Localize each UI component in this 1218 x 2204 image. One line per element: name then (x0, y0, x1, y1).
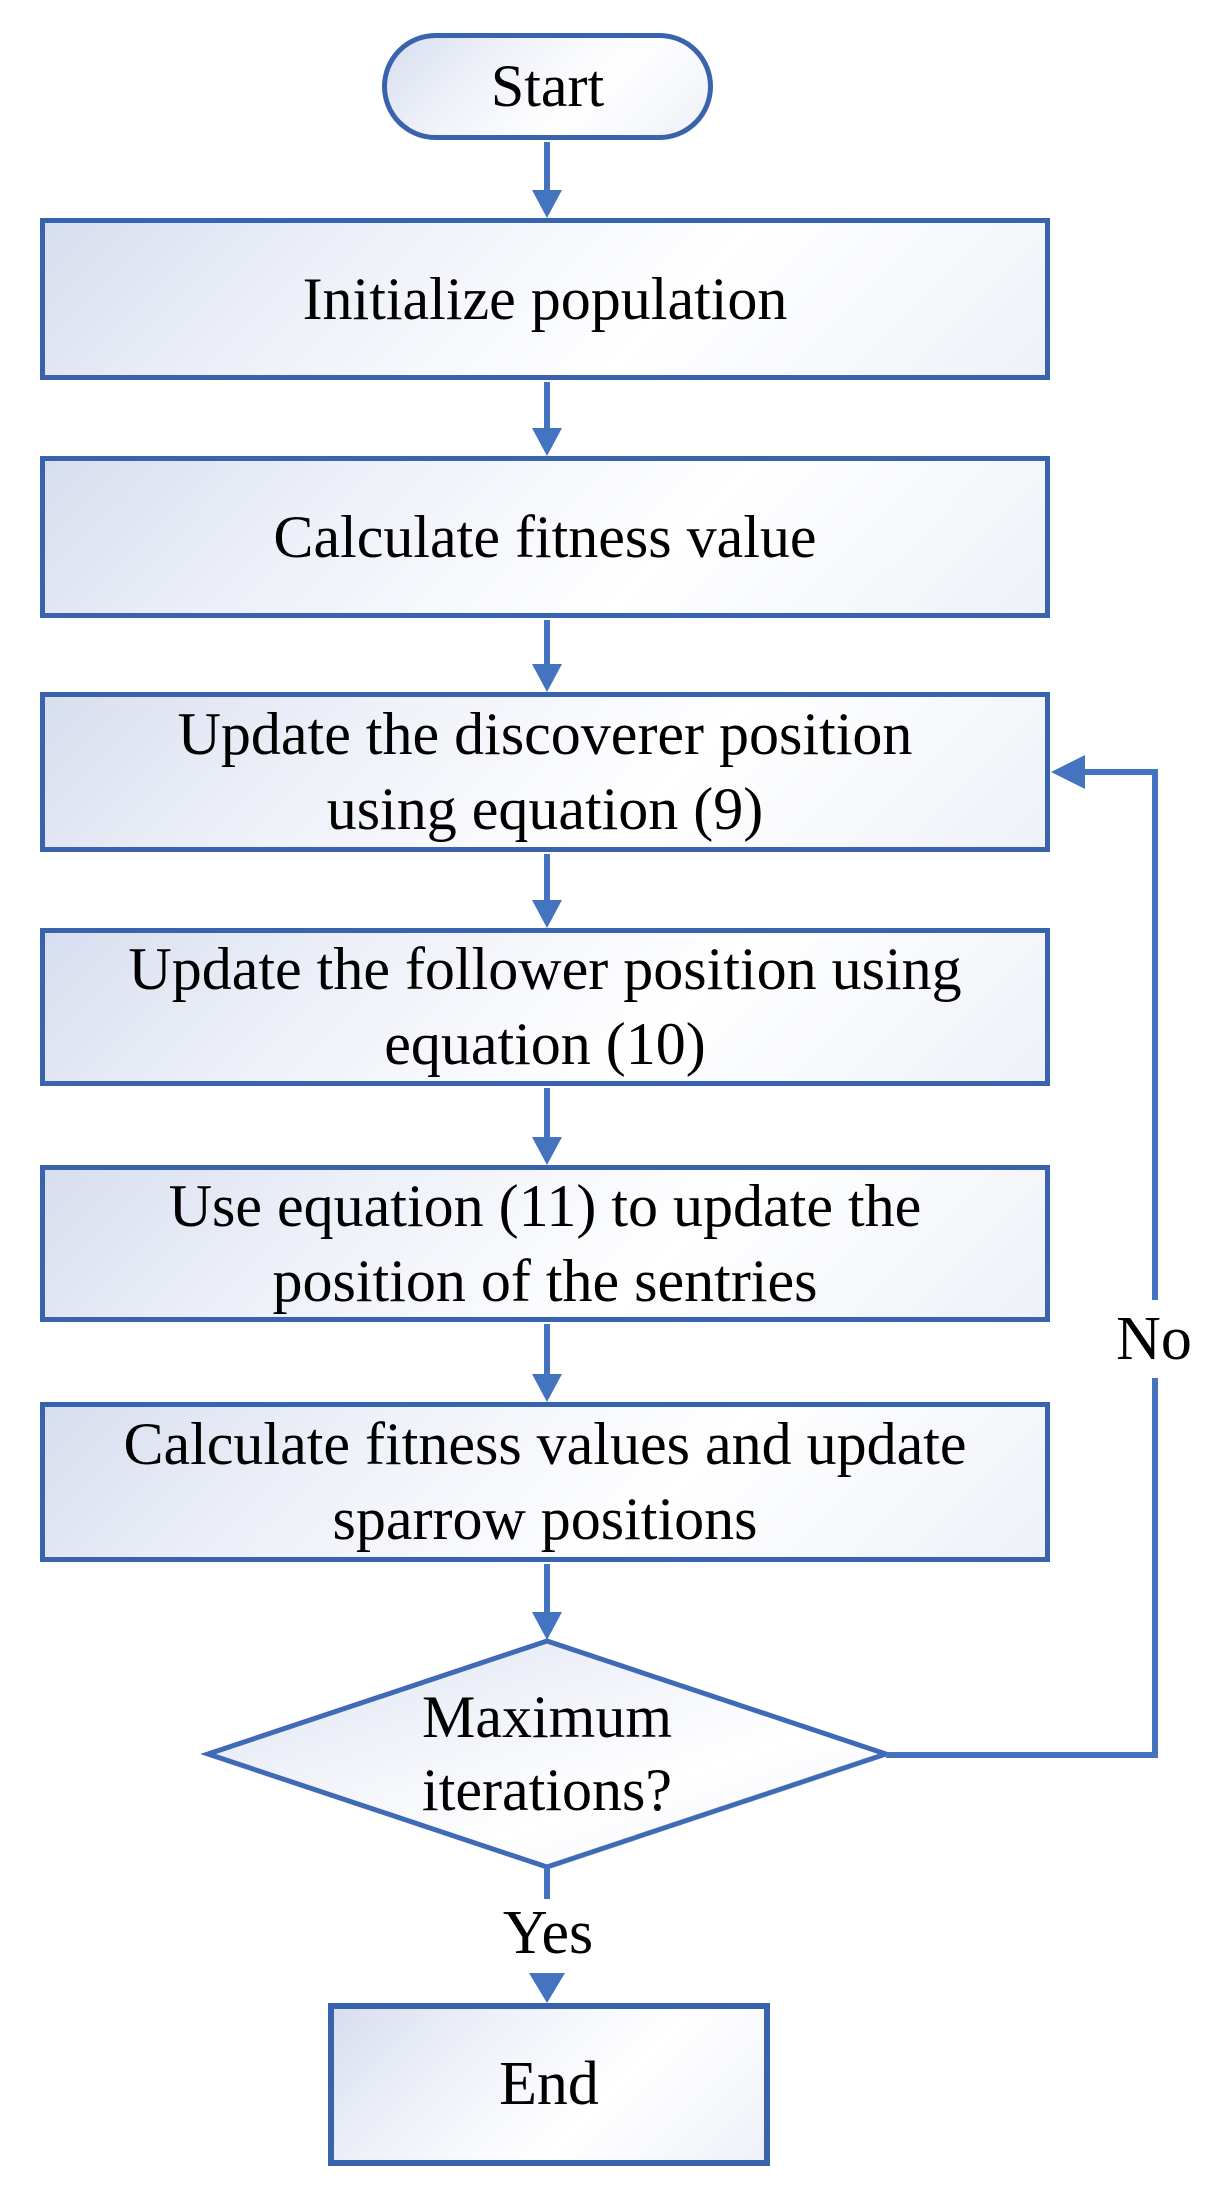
arrow-follower-to-sentries-head (532, 1137, 562, 1165)
node-update-sparrows: Calculate fitness values and update spar… (40, 1402, 1050, 1562)
node-max-iterations-label: Maximum iterations? (422, 1683, 672, 1823)
edge-label-no: No (1116, 1305, 1192, 1373)
node-end: End (328, 2003, 770, 2166)
arrow-initialize-to-fitness-head (532, 428, 562, 456)
node-update-follower: Update the follower position using equat… (40, 928, 1050, 1086)
arrow-sentries-to-sparrows-head (532, 1374, 562, 1402)
node-update-discoverer: Update the discoverer position using equ… (40, 692, 1050, 852)
node-initialize-population: Initialize population (40, 218, 1050, 380)
node-calculate-fitness: Calculate fitness value (40, 456, 1050, 618)
arrow-discoverer-to-follower-head (532, 900, 562, 928)
arrow-yes-head (529, 1973, 565, 2003)
arrow-no-loop-line (886, 769, 1158, 1758)
node-start: Start (382, 33, 713, 140)
edge-label-yes: Yes (502, 1899, 594, 1967)
arrow-no-loop-head (1051, 755, 1085, 789)
arrow-fitness-to-discoverer-head (532, 664, 562, 692)
arrow-sparrows-to-decision-head (532, 1612, 562, 1640)
arrow-start-to-initialize-head (532, 190, 562, 218)
node-update-sentries: Use equation (11) to update the position… (40, 1165, 1050, 1322)
